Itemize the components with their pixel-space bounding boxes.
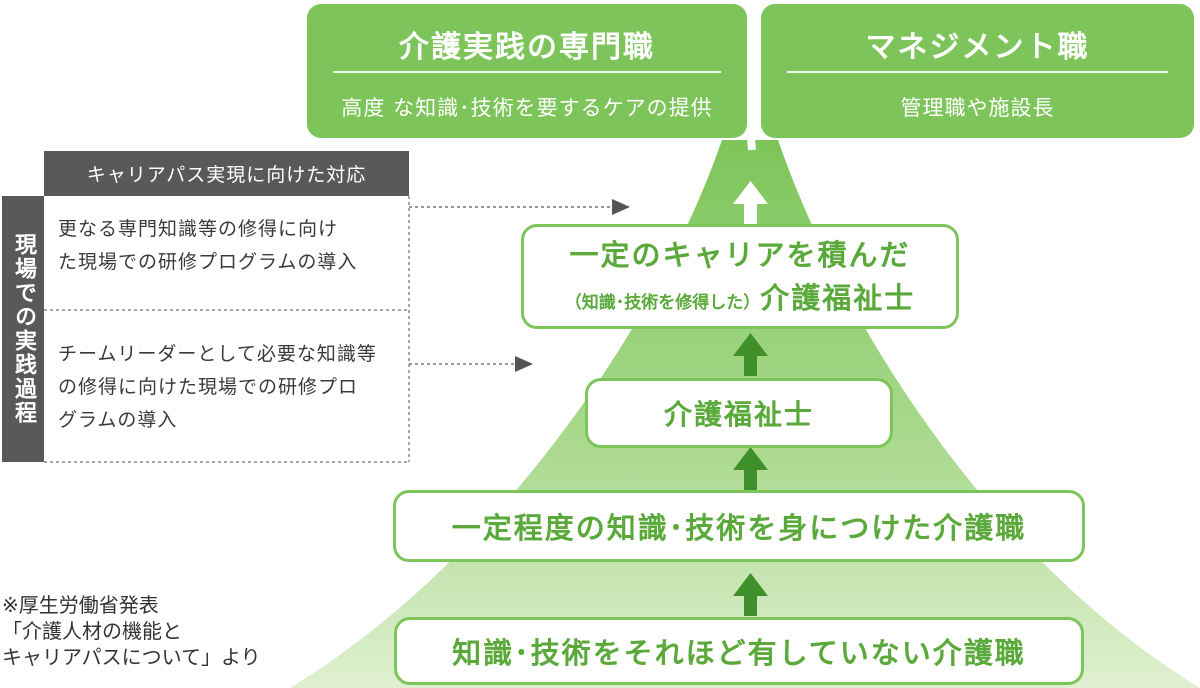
divider xyxy=(787,71,1168,73)
side-label-text: 現場での実践過程 xyxy=(11,233,36,425)
arrow-up-icon xyxy=(733,573,768,616)
divider xyxy=(333,71,721,73)
level4-line1: 一定のキャリアを積んだ xyxy=(569,238,911,273)
level4-main: 介護福祉士 xyxy=(760,280,916,315)
source-note: ※厚生労働省発表 「介護人材の機能と キャリアパスについて」より xyxy=(2,592,261,670)
panel-item-1: 更なる専門知識等の修得に向け た現場での研修プログラムの導入 xyxy=(58,213,357,279)
item2-line2: の修得に向けた現場での研修プロ xyxy=(58,376,359,398)
level-experienced-careworker: 一定のキャリアを積んだ （知識･技術を修得した）介護福祉士 xyxy=(521,224,959,329)
item1-line1: 更なる専門知識等の修得に向け xyxy=(58,218,339,240)
arrow-up-icon xyxy=(733,333,768,376)
panel-header: キャリアパス実現に向けた対応 xyxy=(44,151,409,196)
item1-line2: た現場での研修プログラムの導入 xyxy=(58,251,358,273)
item2-line1: チームリーダーとして必要な知識等 xyxy=(58,343,377,365)
specialist-subtitle: 高度 な知識･技術を要するケアの提供 xyxy=(341,96,713,120)
pointer-arrow-icon xyxy=(409,199,630,215)
source-line2: 「介護人材の機能と xyxy=(2,619,182,643)
panel-dotted-border xyxy=(44,196,410,463)
level-careworker: 介護福祉士 xyxy=(585,378,893,448)
level-intermediate: 一定程度の知識･技術を身につけた介護職 xyxy=(393,490,1085,562)
management-title: マネジメント職 xyxy=(865,30,1090,65)
level-beginner: 知識･技術をそれほど有していない介護職 xyxy=(394,617,1084,685)
source-line3: キャリアパスについて」より xyxy=(2,645,261,669)
management-subtitle: 管理職や施設長 xyxy=(900,96,1055,120)
box-specialist: 介護実践の専門職 高度 な知識･技術を要するケアの提供 xyxy=(307,4,747,138)
specialist-title: 介護実践の専門職 xyxy=(399,30,655,65)
level4-note: （知識･技術を修得した） xyxy=(564,292,761,313)
arrow-up-icon-white xyxy=(733,181,768,226)
pointer-arrow-icon xyxy=(409,356,533,372)
arrow-up-icon xyxy=(733,447,768,490)
box-management: マネジメント職 管理職や施設長 xyxy=(761,4,1194,138)
panel-item-2: チームリーダーとして必要な知識等 の修得に向けた現場での研修プロ グラムの導入 xyxy=(58,338,377,437)
source-line1: ※厚生労働省発表 xyxy=(2,593,159,617)
item2-line3: グラムの導入 xyxy=(58,409,178,431)
side-label: 現場での実践過程 xyxy=(2,196,44,462)
split-line xyxy=(746,39,756,151)
